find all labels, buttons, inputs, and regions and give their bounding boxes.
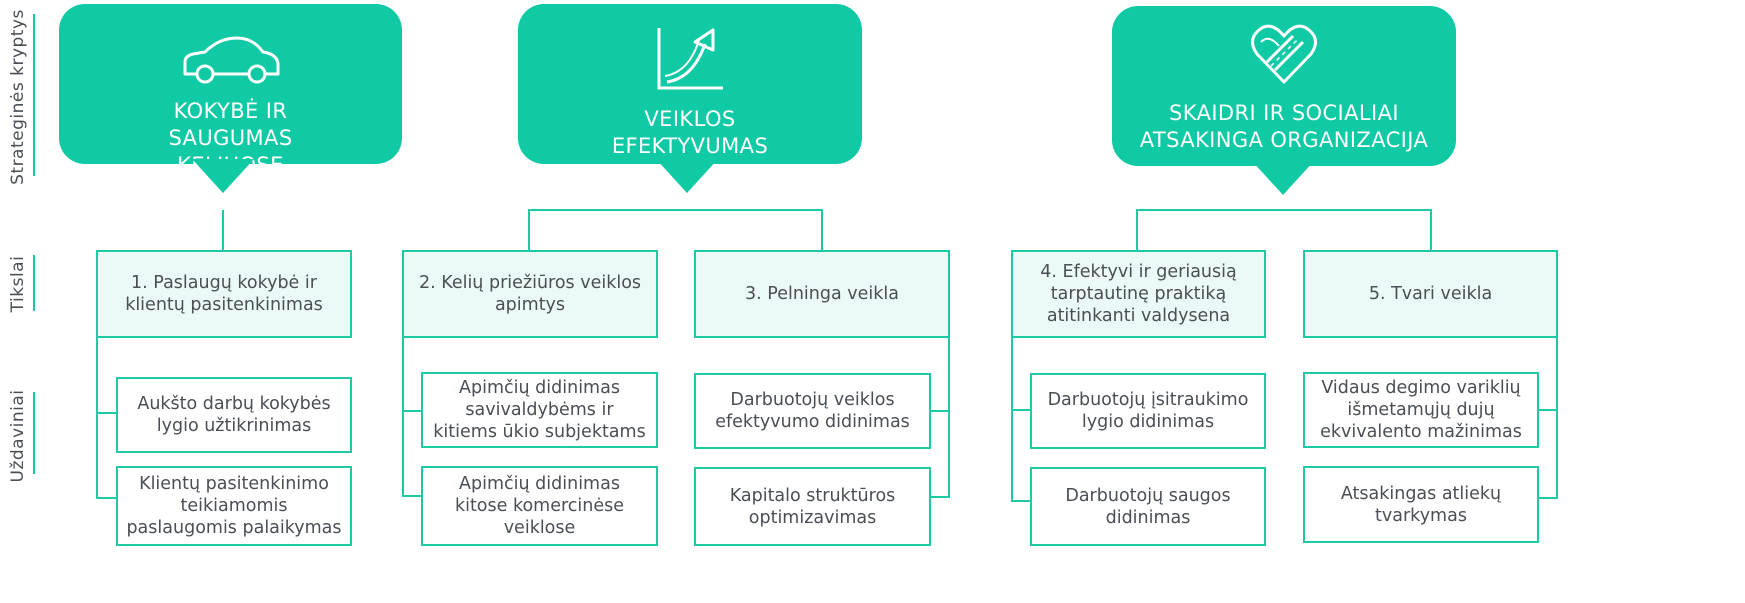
task-box: Apimčių didinimas kitose komercinėse vei…	[421, 466, 658, 546]
side-label-tasks: Uždaviniai	[8, 389, 28, 483]
side-line-goals	[33, 255, 35, 311]
direction-pointer	[656, 159, 718, 193]
connector	[96, 336, 98, 498]
task-box: Darbuotojų įsitraukimo lygio didinimas	[1030, 373, 1266, 449]
goal-box-5: 5. Tvari veikla	[1303, 250, 1558, 338]
connector	[948, 336, 950, 498]
heart-road-icon	[1251, 24, 1317, 84]
connector	[96, 497, 116, 499]
connector	[1136, 209, 1432, 211]
direction-pointer	[192, 159, 254, 193]
direction-title: KOKYBĖ IR SAUGUMAS KELIUOSE	[168, 99, 293, 177]
task-box: Kapitalo struktūros optimizavimas	[694, 467, 931, 546]
connector	[402, 410, 422, 412]
side-line-strategic	[33, 14, 35, 176]
side-line-tasks	[33, 392, 35, 474]
goal-box-3: 3. Pelninga veikla	[694, 250, 950, 338]
connector	[930, 496, 950, 498]
task-box: Darbuotojų veiklos efektyvumo didinimas	[694, 373, 931, 449]
task-box: Klientų pasitenkinimo teikiamomis paslau…	[116, 466, 352, 546]
task-box: Apimčių didinimas savivaldybėms ir kitie…	[421, 372, 658, 448]
connector	[1011, 336, 1013, 502]
direction-title: SKAIDRI IR SOCIALIAI ATSAKINGA ORGANIZAC…	[1139, 101, 1429, 152]
direction-title: VEIKLOS EFEKTYVUMAS	[611, 107, 769, 158]
connector	[1011, 409, 1031, 411]
connector	[1430, 209, 1432, 250]
connector	[222, 210, 224, 250]
connector	[821, 209, 823, 250]
connector	[96, 412, 116, 414]
connector	[528, 209, 530, 250]
side-label-goals: Tikslai	[8, 255, 28, 313]
goal-box-2: 2. Kelių priežiūros veiklos apimtys	[402, 250, 658, 338]
goal-box-1: 1. Paslaugų kokybė ir klientų pasitenkin…	[96, 250, 352, 338]
connector	[402, 495, 422, 497]
goal-box-4: 4. Efektyvi ir geriausią tarptautinę pra…	[1011, 250, 1266, 338]
connector	[1538, 497, 1558, 499]
direction-card-quality-safety: KOKYBĖ IR SAUGUMAS KELIUOSE	[59, 4, 402, 177]
task-box: Vidaus degimo variklių išmetamųjų dujų e…	[1303, 372, 1539, 448]
connector	[1538, 409, 1558, 411]
side-label-strategic: Strateginės kryptys	[8, 9, 28, 185]
growth-chart-icon	[657, 28, 723, 90]
connector	[1011, 500, 1031, 502]
connector	[528, 209, 822, 211]
connector	[1556, 336, 1558, 499]
task-box: Atsakingas atliekų tvarkymas	[1303, 466, 1539, 543]
car-icon	[183, 36, 279, 84]
direction-card-efficiency: VEIKLOS EFEKTYVUMAS	[518, 4, 862, 164]
connector	[1136, 209, 1138, 250]
direction-pointer	[1252, 161, 1314, 195]
task-box: Aukšto darbų kokybės lygio užtikrinimas	[116, 377, 352, 453]
connector	[930, 410, 950, 412]
task-box: Darbuotojų saugos didinimas	[1030, 467, 1266, 546]
connector	[402, 336, 404, 496]
direction-card-responsible-organization: SKAIDRI IR SOCIALIAI ATSAKINGA ORGANIZAC…	[1112, 6, 1456, 166]
